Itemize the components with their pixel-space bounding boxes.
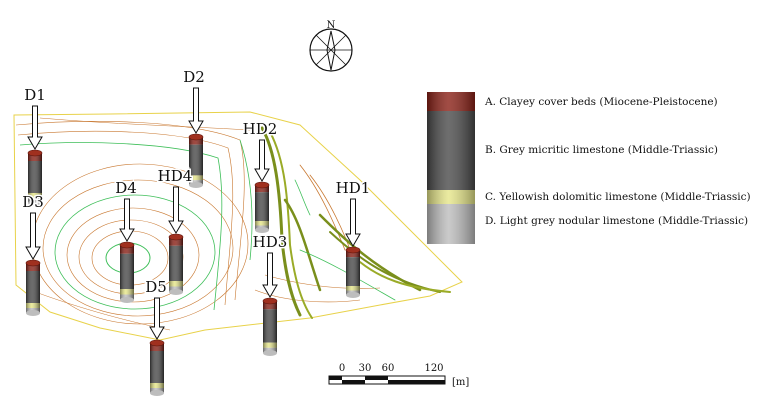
borehole-label: HD4 xyxy=(158,167,193,185)
borehole-d5: D5 xyxy=(144,277,168,396)
scale-unit: [m] xyxy=(452,377,469,388)
legend-column xyxy=(427,92,475,244)
borehole-hd4: HD4 xyxy=(156,166,194,295)
borehole-hd1: HD1 xyxy=(334,178,372,298)
borehole-label: HD1 xyxy=(336,179,371,197)
legend-item-a: A. Clayey cover beds (Miocene-Pleistocen… xyxy=(485,96,718,108)
legend-item-c: C. Yellowish dolomitic limestone (Middle… xyxy=(485,191,751,203)
arrow-icon xyxy=(345,198,361,247)
arrow-icon xyxy=(149,297,165,340)
legend-item-d: D. Light grey nodular limestone (Middle-… xyxy=(485,215,749,227)
arrow-icon xyxy=(188,87,204,134)
legend-item-b: B. Grey micritic limestone (Middle-Trias… xyxy=(485,144,718,156)
borehole-label: D5 xyxy=(145,278,167,296)
scale-tick-0: 0 xyxy=(339,363,345,374)
arrow-icon xyxy=(262,252,278,298)
arrow-icon xyxy=(119,198,135,242)
arrow-icon xyxy=(27,105,43,150)
borehole-label: HD3 xyxy=(253,233,288,251)
borehole-label: D4 xyxy=(115,179,137,197)
borehole-label: D2 xyxy=(183,68,205,86)
scale-bar: 0 30 60 120 [m] xyxy=(328,363,469,388)
arrow-icon xyxy=(168,186,184,234)
terrain-surface xyxy=(13,111,463,341)
contour-lines xyxy=(15,117,381,331)
terrain-outline xyxy=(13,111,463,341)
borehole-d3: D3 xyxy=(21,192,45,316)
arrow-icon xyxy=(25,212,41,260)
borehole-d4: D4 xyxy=(114,178,138,303)
scale-tick-60: 60 xyxy=(382,363,395,374)
borehole-d1: D1 xyxy=(23,85,47,206)
borehole-d2: D2 xyxy=(182,67,206,188)
borehole-label: D3 xyxy=(22,193,44,211)
borehole-label: D1 xyxy=(24,86,46,104)
north-arrow-compass: N xyxy=(309,20,353,72)
scale-tick-120: 120 xyxy=(424,363,443,374)
scale-tick-30: 30 xyxy=(359,363,372,374)
compass-north-label: N xyxy=(327,20,336,31)
arrow-icon xyxy=(254,139,270,182)
rock-face xyxy=(260,126,451,319)
borehole-hd2: HD2 xyxy=(241,119,279,233)
borehole-hd3: HD3 xyxy=(251,232,289,356)
borehole-label: HD2 xyxy=(243,120,278,138)
